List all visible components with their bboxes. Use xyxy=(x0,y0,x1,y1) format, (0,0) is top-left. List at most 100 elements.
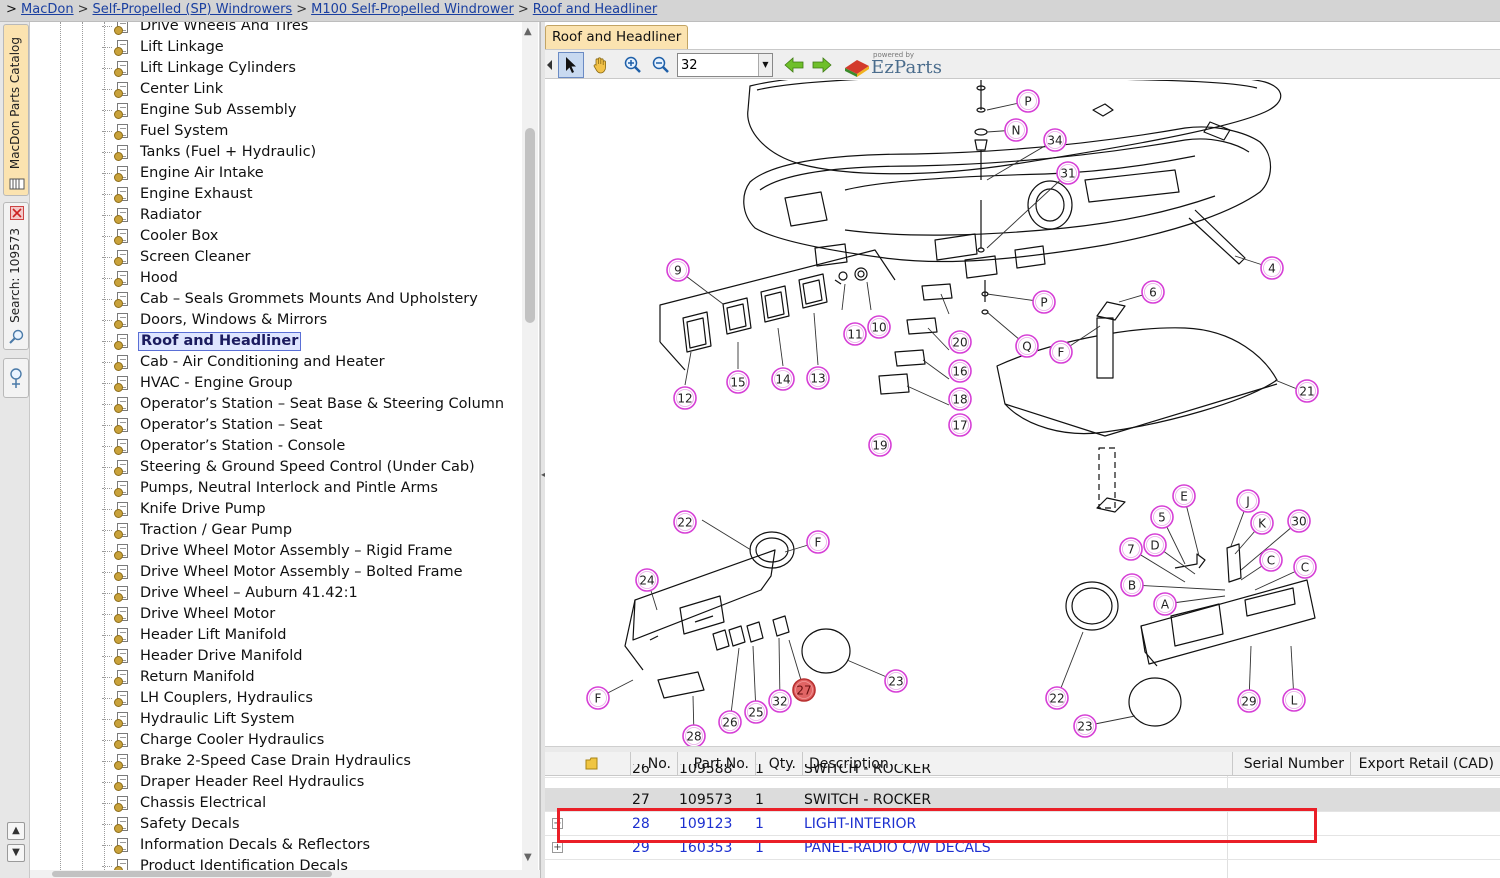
tree-item[interactable]: Header Drive Manifold xyxy=(101,646,506,667)
tree-item[interactable]: Product Identification Decals xyxy=(101,856,506,870)
tree-item[interactable]: Drive Wheel – Auburn 41.42:1 xyxy=(101,583,506,604)
tree-item[interactable]: Steering & Ground Speed Control (Under C… xyxy=(101,457,506,478)
tree-item[interactable]: Drive Wheels And Tires xyxy=(101,22,506,37)
callout[interactable]: D xyxy=(1143,533,1167,557)
header-no[interactable]: No. xyxy=(631,752,678,776)
callout[interactable]: F xyxy=(806,530,830,554)
tree-item[interactable]: HVAC - Engine Group xyxy=(101,373,506,394)
tab-search[interactable]: Search: 109573 xyxy=(3,202,29,350)
callout[interactable]: 22 xyxy=(673,510,697,534)
tree-item[interactable]: Knife Drive Pump xyxy=(101,499,506,520)
previous-button[interactable] xyxy=(781,52,807,78)
callout[interactable]: B xyxy=(1120,573,1144,597)
callout[interactable]: J xyxy=(1236,489,1260,513)
horizontal-splitter[interactable] xyxy=(545,746,1500,752)
zoom-level-input[interactable] xyxy=(678,54,756,76)
tree-item[interactable]: Operator’s Station – Seat Base & Steerin… xyxy=(101,394,506,415)
expand-icon[interactable]: + xyxy=(552,842,563,853)
callout[interactable]: 23 xyxy=(1073,714,1097,738)
tree-item[interactable]: Operator’s Station – Seat xyxy=(101,415,506,436)
header-export-retail[interactable]: Export Retail (CAD) xyxy=(1358,756,1494,772)
callout[interactable]: 29 xyxy=(1237,689,1261,713)
tree-item[interactable]: Cab - Air Conditioning and Heater xyxy=(101,352,506,373)
breadcrumb-sp-windrowers[interactable]: Self-Propelled (SP) Windrowers xyxy=(92,2,293,17)
tab-search-add[interactable] xyxy=(3,358,29,398)
scroll-down-button[interactable]: ▼ xyxy=(7,844,25,862)
callout[interactable]: P xyxy=(1032,290,1056,314)
tree-item[interactable]: Drive Wheel Motor xyxy=(101,604,506,625)
zoom-in-button[interactable] xyxy=(620,52,646,78)
tree-item[interactable]: Drive Wheel Motor Assembly – Rigid Frame xyxy=(101,541,506,562)
callout[interactable]: 11 xyxy=(843,322,867,346)
callout[interactable]: 31 xyxy=(1056,161,1080,185)
collapse-arrow-icon[interactable]: ◀ xyxy=(541,470,547,479)
tree-item[interactable]: Chassis Electrical xyxy=(101,793,506,814)
pan-tool-button[interactable] xyxy=(587,52,613,78)
tree-item[interactable]: Hydraulic Lift System xyxy=(101,709,506,730)
callout[interactable]: 7 xyxy=(1119,537,1143,561)
zoom-out-button[interactable] xyxy=(648,52,674,78)
tree-item[interactable]: LH Couplers, Hydraulics xyxy=(101,688,506,709)
callout[interactable]: 23 xyxy=(884,669,908,693)
tree-horizontal-scrollbar[interactable] xyxy=(30,870,540,878)
next-button[interactable] xyxy=(809,52,835,78)
tree-item[interactable]: Radiator xyxy=(101,205,506,226)
table-row[interactable]: 26 109588 1 SWITCH - ROCKER xyxy=(545,764,1500,778)
tree-item[interactable]: Engine Air Intake xyxy=(101,163,506,184)
callout[interactable]: 18 xyxy=(948,387,972,411)
header-icon-col[interactable] xyxy=(545,752,631,776)
tree-item[interactable]: Draper Header Reel Hydraulics xyxy=(101,772,506,793)
chevron-down-icon[interactable]: ▼ xyxy=(758,54,772,76)
callout[interactable]: 21 xyxy=(1295,379,1319,403)
callout[interactable]: N xyxy=(1004,118,1028,142)
tree-item[interactable]: Traction / Gear Pump xyxy=(101,520,506,541)
callout[interactable]: P xyxy=(1016,89,1040,113)
callout-highlighted[interactable]: 27 xyxy=(792,678,816,702)
breadcrumb-macdon[interactable]: MacDon xyxy=(21,2,74,17)
callout[interactable]: A xyxy=(1153,592,1177,616)
tree-item[interactable]: Operator’s Station - Console xyxy=(101,436,506,457)
callout[interactable]: 32 xyxy=(768,689,792,713)
callout[interactable]: 19 xyxy=(868,433,892,457)
callout[interactable]: 20 xyxy=(948,330,972,354)
tree-item[interactable]: Engine Exhaust xyxy=(101,184,506,205)
tree-item[interactable]: Pumps, Neutral Interlock and Pintle Arms xyxy=(101,478,506,499)
callout[interactable]: 24 xyxy=(635,568,659,592)
tree-item[interactable]: Lift Linkage xyxy=(101,37,506,58)
tab-roof-headliner[interactable]: Roof and Headliner xyxy=(545,25,689,49)
tree-scroll-thumb[interactable] xyxy=(525,128,535,323)
scroll-up-arrow-icon[interactable]: ▲ xyxy=(524,26,532,37)
callout[interactable]: 22 xyxy=(1045,686,1069,710)
callout[interactable]: 5 xyxy=(1150,505,1174,529)
table-row[interactable]: + 28 109123 1 LIGHT-INTERIOR xyxy=(545,812,1500,836)
tree-item[interactable]: Charge Cooler Hydraulics xyxy=(101,730,506,751)
callout[interactable]: 13 xyxy=(806,366,830,390)
tree-item[interactable]: Header Lift Manifold xyxy=(101,625,506,646)
callout[interactable]: 26 xyxy=(718,710,742,734)
scroll-up-button[interactable]: ▲ xyxy=(7,822,25,840)
callout[interactable]: 15 xyxy=(726,370,750,394)
callout[interactable]: 28 xyxy=(682,724,706,746)
tree-vertical-scrollbar[interactable]: ▲ ▼ xyxy=(522,22,538,870)
tree-item[interactable]: Safety Decals xyxy=(101,814,506,835)
tree-item[interactable]: Information Decals & Reflectors xyxy=(101,835,506,856)
scroll-down-arrow-icon[interactable]: ▼ xyxy=(524,852,532,863)
tree-hscroll-thumb[interactable] xyxy=(52,871,332,877)
callout[interactable]: C xyxy=(1259,548,1283,572)
callout[interactable]: L xyxy=(1282,688,1306,712)
callout[interactable]: K xyxy=(1250,511,1274,535)
close-icon[interactable] xyxy=(10,206,24,220)
callout[interactable]: 25 xyxy=(744,700,768,724)
tree-item-selected[interactable]: Roof and Headliner xyxy=(101,331,506,352)
callout[interactable]: 9 xyxy=(666,258,690,282)
callout[interactable]: 12 xyxy=(673,386,697,410)
tree-item[interactable]: Drive Wheel Motor Assembly – Bolted Fram… xyxy=(101,562,506,583)
tree-item[interactable]: Tanks (Fuel + Hydraulic) xyxy=(101,142,506,163)
breadcrumb-m100[interactable]: M100 Self-Propelled Windrower xyxy=(311,2,514,17)
header-description[interactable]: Description xyxy=(803,752,1233,776)
tree-item[interactable]: Return Manifold xyxy=(101,667,506,688)
tree-item[interactable]: Screen Cleaner xyxy=(101,247,506,268)
header-qty[interactable]: Qty. xyxy=(756,752,803,776)
zoom-level-combo[interactable]: ▼ xyxy=(677,53,773,77)
breadcrumb-roof-headliner[interactable]: Roof and Headliner xyxy=(532,2,658,17)
